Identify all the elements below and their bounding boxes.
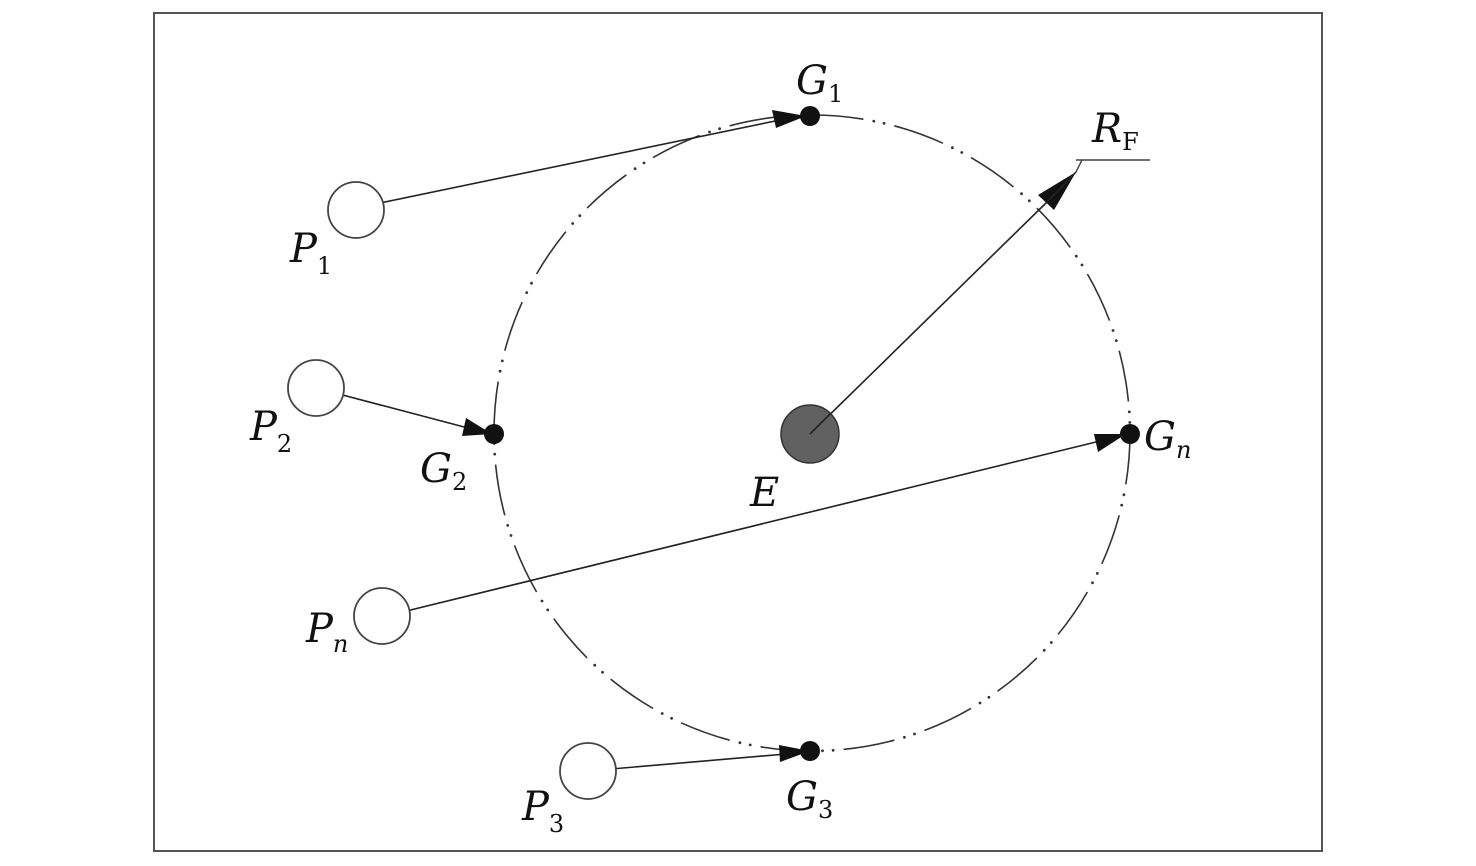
label-rf: RF	[1091, 106, 1139, 156]
ring-dot	[540, 599, 544, 603]
ring-dot	[1111, 329, 1115, 332]
ring-dot	[1114, 339, 1118, 342]
ring-dash	[997, 657, 1038, 692]
radius-line-tip	[1045, 171, 1077, 204]
ring-dash	[553, 618, 588, 659]
ring-dot	[718, 127, 721, 131]
ring-dot	[1080, 263, 1084, 267]
label-g3: G3	[786, 774, 833, 824]
ring-dot	[546, 608, 550, 612]
ring-dash	[680, 722, 730, 741]
ring-dot	[978, 701, 982, 705]
ring-dot	[660, 712, 664, 715]
arrow-p3-g3-head	[779, 745, 810, 762]
ring-dash	[1118, 350, 1130, 402]
ring-dot	[960, 151, 964, 154]
ring-dot	[506, 524, 510, 527]
ring-dot	[525, 291, 529, 294]
ring-dot	[1049, 641, 1053, 644]
ring-dot	[509, 534, 513, 537]
radius-line-origin	[809, 413, 831, 435]
ring-dash	[1036, 207, 1071, 248]
ring-dot	[493, 452, 497, 456]
ring-dash	[894, 125, 944, 144]
ring-dot	[498, 369, 502, 373]
ring-dot	[872, 119, 876, 123]
ring-dash	[843, 739, 895, 751]
ring-dot	[1095, 572, 1099, 575]
p3-circle	[559, 742, 617, 800]
ring-dot	[913, 732, 916, 736]
ring-dash	[652, 134, 700, 159]
label-p3: P3	[521, 784, 564, 838]
ring-dot	[1027, 199, 1031, 203]
ring-dash	[513, 545, 538, 593]
ring-dash	[535, 231, 567, 275]
label-p2: P2	[249, 404, 292, 458]
ring-dot	[1128, 421, 1132, 424]
arrow-p1-g1-head	[772, 110, 806, 128]
ring-dot	[633, 167, 637, 171]
ring-dot	[670, 716, 673, 720]
ring-dash	[1101, 515, 1120, 565]
ring-dot	[1120, 503, 1124, 507]
label-e: E	[749, 470, 779, 516]
g1-dot	[800, 106, 820, 126]
arrow-pn-gn-head	[1094, 434, 1126, 452]
ring-dash	[1057, 591, 1089, 635]
label-g1: G1	[796, 58, 843, 108]
g3-dot	[800, 741, 820, 761]
ring-dot	[748, 743, 752, 747]
ring-dot	[882, 121, 886, 125]
ring-dot	[642, 161, 646, 165]
ring-dot	[593, 663, 597, 667]
label-g2: G2	[420, 446, 467, 496]
ring-dot	[1091, 581, 1094, 585]
arrow-p1-g1	[355, 119, 781, 209]
arrow-pn-gn	[381, 441, 1097, 618]
formation-ring	[492, 113, 1132, 753]
ring-dash	[1086, 273, 1111, 321]
gn-dot	[1120, 424, 1140, 444]
ring-dot	[987, 695, 991, 699]
g2-dot	[484, 424, 504, 444]
ring-dot	[1020, 192, 1023, 196]
ring-dash	[504, 301, 523, 351]
ring-dash	[970, 156, 1014, 188]
ring-dot	[821, 749, 824, 753]
ring-dot	[601, 670, 604, 674]
ring-dot	[738, 741, 742, 745]
ring-dot	[708, 130, 711, 134]
label-p1: P1	[289, 226, 332, 280]
p2-circle	[287, 359, 345, 417]
ring-dot	[831, 748, 835, 752]
diagram-frame	[153, 12, 1323, 852]
arrow-p3-g3	[587, 753, 787, 772]
ring-dot	[1074, 254, 1078, 258]
ring-dash	[494, 464, 506, 516]
ring-dot	[500, 359, 504, 363]
ring-dot	[578, 214, 582, 218]
pn-circle	[353, 587, 411, 645]
ring-dot	[1042, 648, 1046, 652]
ring-dot	[571, 222, 575, 225]
ring-dot	[951, 146, 954, 150]
label-gn: Gn	[1144, 414, 1191, 464]
radius-leader-joint	[1075, 159, 1083, 173]
ring-dash	[924, 707, 972, 732]
ring-dot	[1127, 410, 1131, 414]
ring-dot	[530, 281, 533, 285]
radius-line	[809, 202, 1047, 435]
ring-dot	[903, 735, 906, 739]
ring-dot	[1122, 493, 1126, 497]
label-pn: Pn	[305, 606, 348, 658]
ring-dash	[610, 678, 654, 710]
p1-circle	[327, 181, 385, 239]
ring-dash	[586, 174, 627, 209]
